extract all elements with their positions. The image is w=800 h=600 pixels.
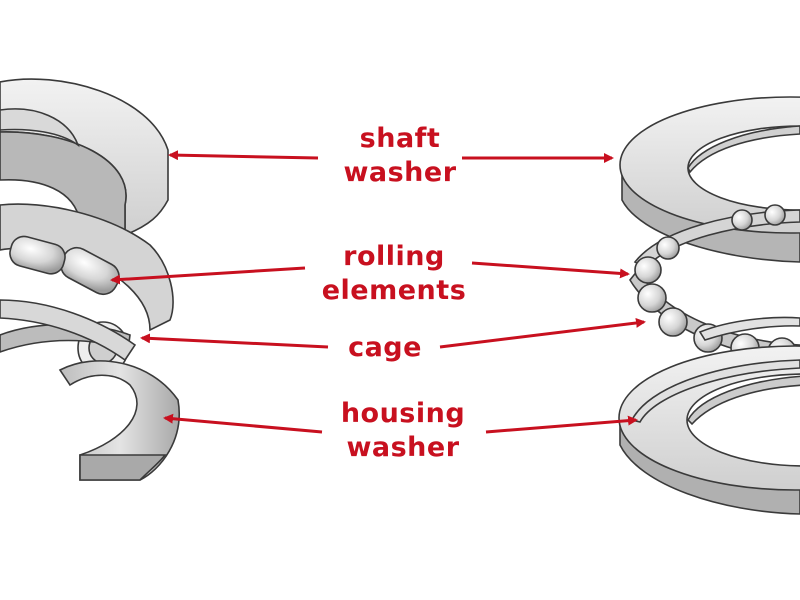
label-shaft-washer-line2: washer [290,156,510,190]
label-housing-washer-line2: washer [293,431,513,465]
cutaway-housing-washer-face [80,455,165,480]
label-housing-washer: housing washer [293,397,513,465]
label-cage: cage [275,331,495,365]
label-cage-line1: cage [275,331,495,365]
exploded-housing-washer [619,346,800,514]
cutaway-bearing [0,79,179,480]
label-housing-washer-line1: housing [293,397,513,431]
label-rolling-elements-line1: rolling [284,240,504,274]
exploded-bearing [619,97,800,514]
label-rolling-elements-line2: elements [284,274,504,308]
label-shaft-washer-line1: shaft [290,122,510,156]
exploded-shaft-washer [620,97,800,262]
label-shaft-washer: shaft washer [290,122,510,190]
label-rolling-elements: rolling elements [284,240,504,308]
